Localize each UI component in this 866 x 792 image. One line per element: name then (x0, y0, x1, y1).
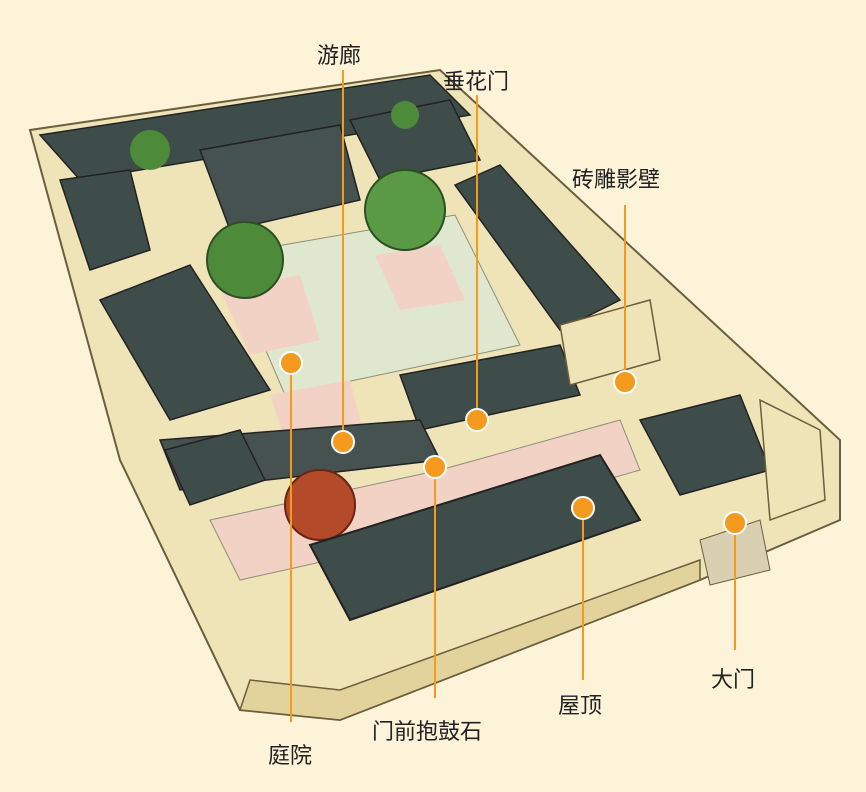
label-tingyuan: 庭院 (268, 744, 313, 769)
label-wuding: 屋顶 (558, 694, 603, 719)
label-damen: 大门 (711, 668, 756, 693)
inner-gate-roof (398, 344, 582, 431)
marker-zhuandiao (613, 370, 637, 394)
left-front-roof (163, 429, 267, 506)
marker-menqian (423, 455, 447, 479)
marker-chuihuamen (465, 408, 489, 432)
west-roof-back (59, 169, 151, 271)
tree-back-right (391, 101, 419, 129)
front-wall-face (238, 558, 701, 721)
red-tree (284, 469, 356, 541)
leader-lines (290, 70, 736, 722)
label-zhuandiao: 砖雕影壁 (572, 168, 661, 193)
gate-house-wall (759, 398, 826, 522)
west-roof-front (98, 264, 272, 421)
marker-wuding (571, 496, 595, 520)
main-hall-roof (198, 124, 361, 231)
marker-tingyuan (279, 351, 303, 375)
tree-back-left (130, 130, 170, 170)
marker-damen (723, 511, 747, 535)
courtyard-patch-right (375, 245, 465, 310)
tree-left (206, 221, 284, 299)
front-roof (308, 453, 642, 622)
label-menqian: 门前抱鼓石 (372, 720, 483, 745)
screen-wall (559, 299, 661, 386)
label-chuihuamen: 垂花门 (443, 70, 510, 95)
label-youlang: 游廊 (317, 44, 362, 69)
marker-youlang (331, 430, 355, 454)
east-roof (453, 164, 622, 331)
east-roof-upper (348, 99, 482, 181)
tree-right (364, 169, 446, 251)
markers (279, 351, 747, 535)
